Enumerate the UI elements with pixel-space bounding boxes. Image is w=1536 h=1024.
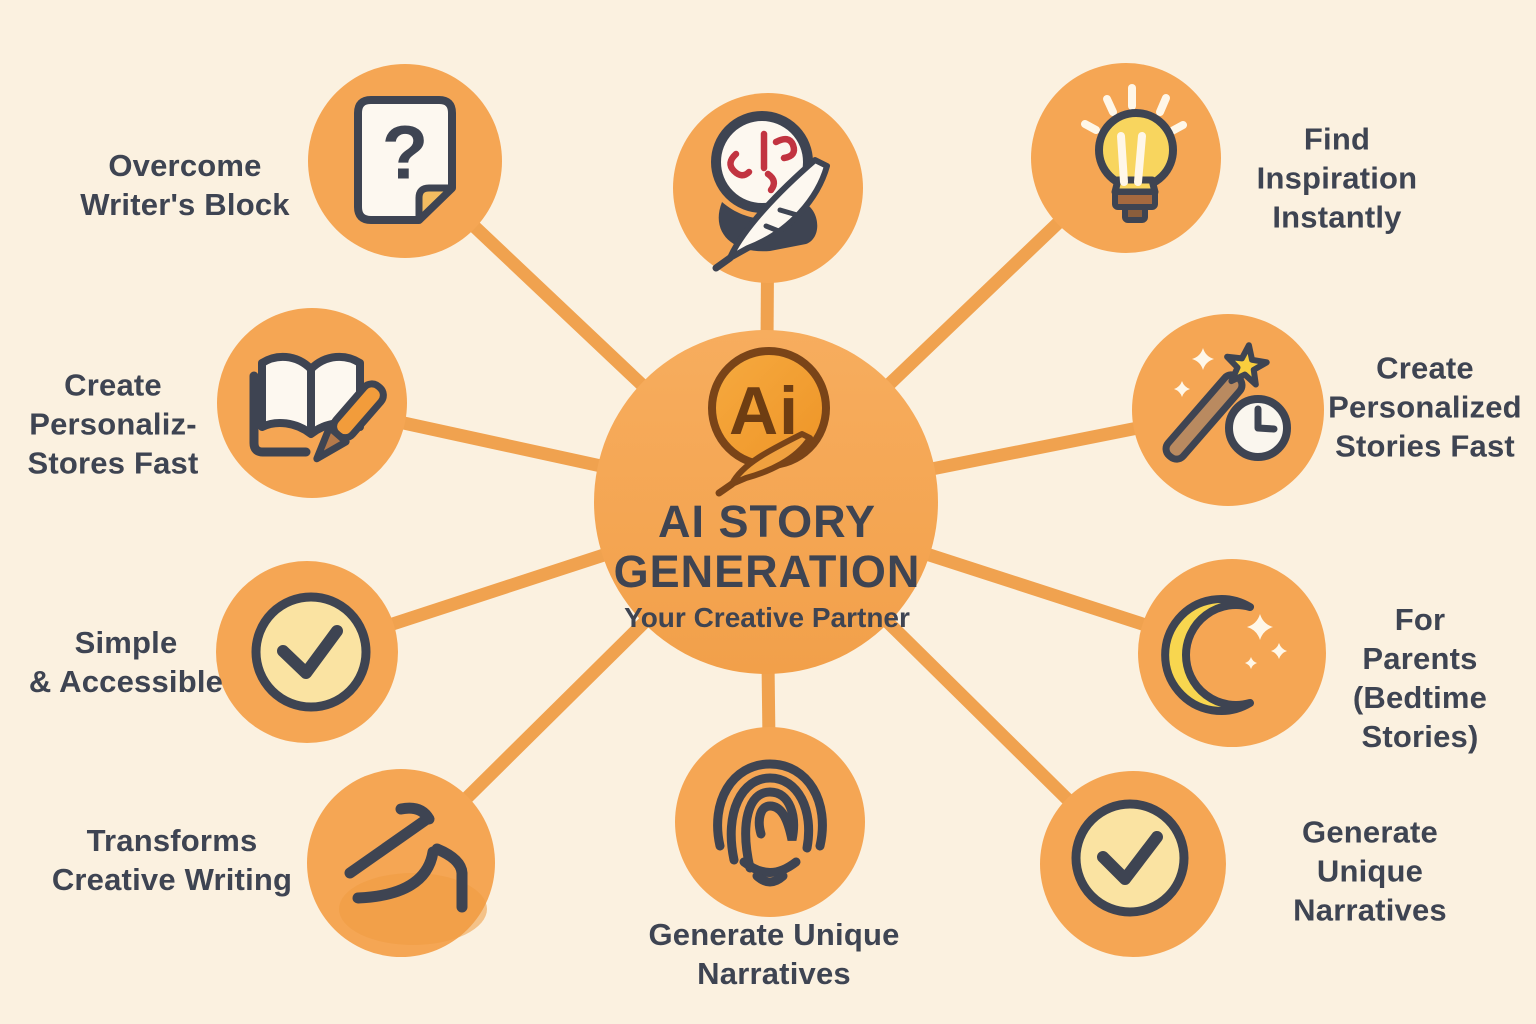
growth-arrow-icon — [339, 802, 487, 945]
checkmark-circle-icon-left — [251, 592, 371, 712]
label-create-personalized-right: Create Personalized Stories Fast — [1328, 350, 1522, 464]
label-generate-unique-narratives-bottom: Generate Unique Narratives — [648, 917, 900, 991]
label-simple-accessible: Simple & Accessible — [28, 625, 224, 699]
label-generate-unique-narratives-right: Generate Unique Narratives — [1293, 814, 1447, 928]
pen-icon — [313, 380, 387, 463]
label-overcome-writers-block: Overcome Writer's Block — [80, 148, 290, 222]
logo-text: Ai — [729, 373, 799, 449]
document-question-glyph: ? — [381, 110, 429, 196]
checkmark-circle-icon-right — [1071, 799, 1189, 917]
label-find-inspiration: Find Inspiration Instantly — [1256, 121, 1418, 235]
document-question-icon — [354, 96, 456, 224]
label-create-personalized-left: Create Personaliz- Stores Fast — [27, 367, 199, 481]
center-title: AI STORY GENERATION — [613, 496, 921, 597]
magic-wand-clock-icon — [1162, 342, 1291, 463]
open-book-pen-icon — [249, 352, 387, 463]
fingerprint-icon — [713, 759, 827, 887]
brain-quill-icon — [711, 111, 830, 272]
ai-speech-bubble-logo — [708, 347, 830, 497]
sparkle-icons — [1245, 614, 1287, 669]
label-for-parents-bedtime: For Parents (Bedtime Stories) — [1352, 602, 1488, 754]
star-icon — [1224, 342, 1270, 388]
label-transforms-creative-writing: Transforms Creative Writing — [51, 823, 293, 897]
center-circle — [594, 330, 938, 674]
center-subtitle: Your Creative Partner — [624, 602, 910, 633]
node-circle-fingerprint — [675, 727, 865, 917]
lightbulb-icon — [1081, 84, 1187, 223]
moon-sparkles-icon — [1161, 595, 1287, 715]
node-circle-wand — [1132, 314, 1324, 506]
sparkle-icons — [1174, 348, 1214, 397]
